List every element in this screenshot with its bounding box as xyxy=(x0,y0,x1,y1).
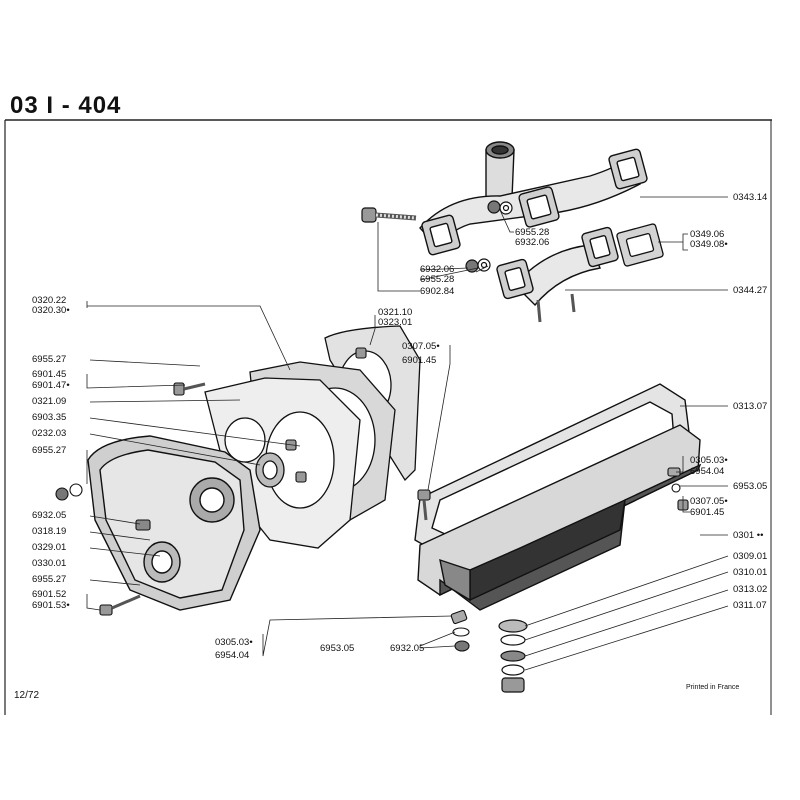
page-title: 03 I - 404 xyxy=(10,92,122,119)
part-label: 6901.45 xyxy=(32,369,67,380)
part-label: 6932.06 xyxy=(515,237,550,248)
part-label: 6901.52 xyxy=(32,589,67,600)
part-label: 0310.01 xyxy=(733,567,768,578)
cover-bolt-6901-52 xyxy=(99,594,141,616)
part-label: 0307.05• xyxy=(402,341,440,352)
part-label: 0349.08• xyxy=(690,239,728,250)
part-label: 0313.07 xyxy=(733,401,768,412)
part-label: 0320.30• xyxy=(32,305,70,316)
part-label: 6953.05 xyxy=(733,481,768,492)
part-label: 6903.35 xyxy=(32,412,67,423)
part-label: 0232.03 xyxy=(32,428,67,439)
part-label: 0305.03• xyxy=(690,455,728,466)
drain-plug-stack xyxy=(498,619,528,693)
oil-seal-0232-03 xyxy=(255,452,285,488)
cover-nut-washer-6932-05 xyxy=(55,483,83,501)
part-label: 0349.06 xyxy=(690,229,725,240)
part-label: 6902.84 xyxy=(420,286,455,297)
part-label: 0323.01 xyxy=(378,317,413,328)
part-label: 6932.05 xyxy=(390,643,425,654)
part-label: 0320.22 xyxy=(32,295,67,306)
manifold-bolt-6902-84 xyxy=(361,207,417,223)
leader-lines xyxy=(86,196,729,671)
part-label: 0318.19 xyxy=(32,526,67,537)
part-label: 6901.53• xyxy=(32,600,70,611)
part-label: 6901.45 xyxy=(402,355,437,366)
part-label: 6932.05 xyxy=(32,510,67,521)
part-label: 6932.06 xyxy=(420,264,455,275)
part-label: 0329.01 xyxy=(32,542,67,553)
part-label: 0309.01 xyxy=(733,551,768,562)
timing-cover-0330-01 xyxy=(87,435,261,611)
part-label: 0313.02 xyxy=(733,584,768,595)
part-label: 6955.27 xyxy=(32,574,67,585)
intake-manifold-0344-27 xyxy=(496,226,619,323)
part-label: 6955.27 xyxy=(32,354,67,365)
part-label: 6954.04 xyxy=(215,650,250,661)
part-label: 0305.03• xyxy=(215,637,253,648)
part-label: 6955.27 xyxy=(32,445,67,456)
manifold-nut-washer-lower xyxy=(465,258,491,273)
part-label: 6955.28 xyxy=(420,274,455,285)
part-label: 0343.14 xyxy=(733,192,768,203)
part-label: 6901.45 xyxy=(690,507,725,518)
washer-stack-6953 xyxy=(450,609,470,652)
oil-sump-0301 xyxy=(417,424,702,611)
printed-note: Printed in France xyxy=(686,684,740,691)
gasket-bolts xyxy=(173,347,367,483)
part-label: 0321.10 xyxy=(378,307,413,318)
part-label: 0321.09 xyxy=(32,396,67,407)
exhaust-manifold-0343-14 xyxy=(419,141,648,256)
part-label: 6955.28 xyxy=(515,227,550,238)
page-code: 12/72 xyxy=(14,690,40,701)
manifold-nut-washer-upper xyxy=(487,200,513,215)
part-label: 6901.47• xyxy=(32,380,70,391)
part-label: 0311.07 xyxy=(733,600,767,611)
part-label: 0344.27 xyxy=(733,285,768,296)
part-label: 6954.04 xyxy=(690,466,725,477)
part-label: 0301 •• xyxy=(733,530,764,541)
part-label: 6953.05 xyxy=(320,643,355,654)
part-label: 0330.01 xyxy=(32,558,67,569)
part-label: 0307.05• xyxy=(690,496,728,507)
manifold-gasket-0349 xyxy=(616,223,664,267)
cover-plug-0318-19 xyxy=(135,519,151,531)
sump-bolt-0307-05 xyxy=(417,489,431,521)
